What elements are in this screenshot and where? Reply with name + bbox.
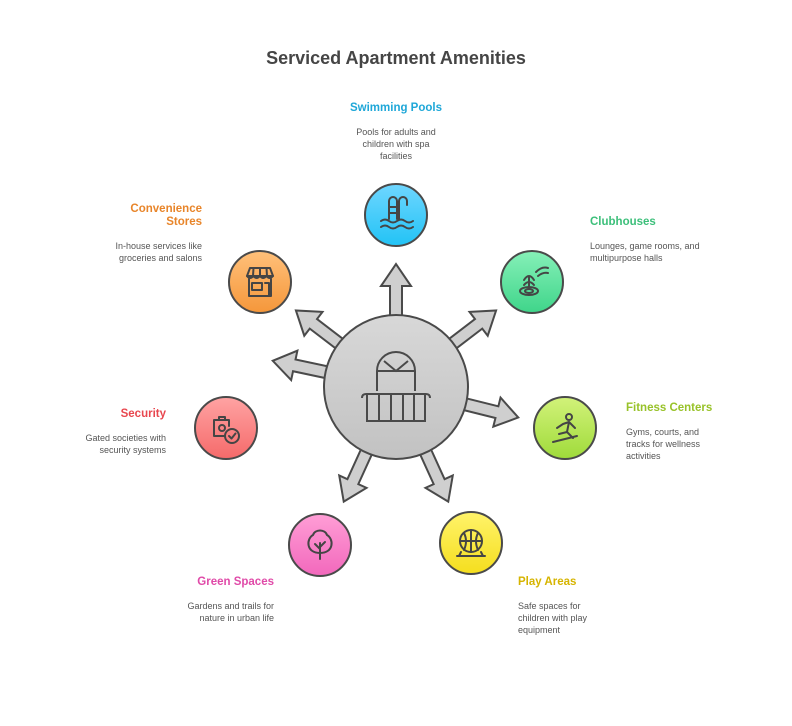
label-fitness-centers: Fitness Centers: [626, 402, 713, 414]
hub-circle: [323, 314, 469, 460]
desc-security: Gated societies with security systems: [85, 433, 166, 455]
label-security: Security: [120, 408, 166, 420]
node-circle-fitness: [533, 396, 597, 460]
desc-fitness-centers: Gyms, courts, and tracks for wellness ac…: [626, 427, 701, 461]
label-swimming-pools: Swimming Pools: [349, 102, 442, 114]
label-clubhouses: Clubhouses: [590, 216, 656, 228]
apartment-building-icon: [361, 351, 431, 422]
desc-convenience-stores: In-house services like groceries and sal…: [115, 241, 202, 263]
runner-icon: [552, 413, 578, 443]
desc-play-areas: Safe spaces for children with play equip…: [518, 601, 588, 635]
label-green-spaces: Green Spaces: [197, 576, 274, 588]
camera-check-icon: [213, 416, 240, 444]
fountain-icon: [519, 266, 549, 296]
desc-clubhouses: Lounges, game rooms, and multipurpose ha…: [590, 241, 700, 263]
desc-green-spaces: Gardens and trails for nature in urban l…: [187, 601, 274, 623]
label-play-areas: Play Areas: [518, 576, 577, 588]
label-convenience-stores: Convenience Stores: [130, 203, 202, 228]
page-title: Serviced Apartment Amenities: [266, 48, 526, 68]
swimming-pool-ladder-icon: [380, 196, 414, 230]
tree-icon: [307, 529, 333, 560]
storefront-icon: [246, 267, 274, 297]
climbing-dome-icon: [456, 529, 486, 557]
desc-swimming-pools: Pools for adults and children with spa f…: [356, 127, 436, 161]
